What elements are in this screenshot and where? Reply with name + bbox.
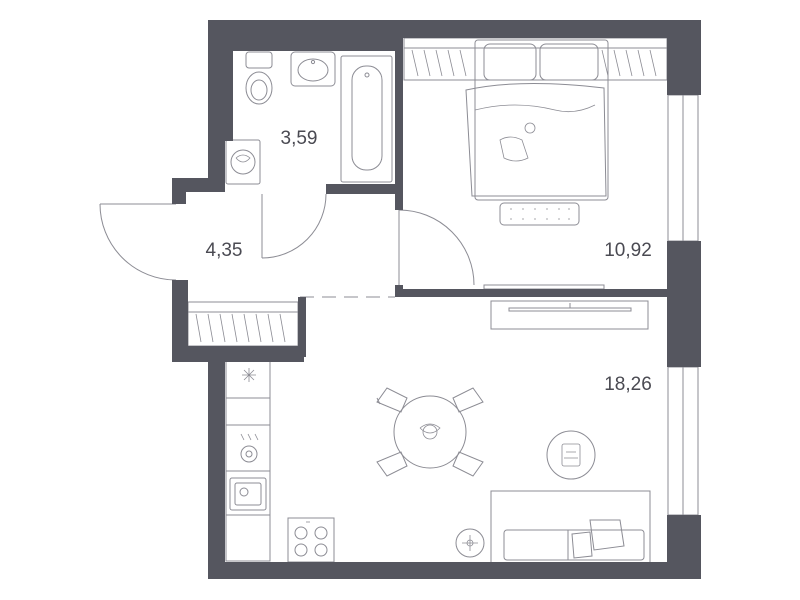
room-area-bathroom: 3,59 bbox=[281, 128, 318, 149]
bathtub-icon bbox=[340, 55, 393, 183]
hood-icon bbox=[240, 433, 259, 463]
toilet-icon bbox=[245, 51, 273, 105]
dining-table-icon bbox=[393, 395, 467, 469]
room-area-bedroom: 10,92 bbox=[604, 240, 652, 261]
chair-icon bbox=[376, 387, 484, 477]
hallway-wardrobe bbox=[187, 301, 299, 347]
washing-machine-icon bbox=[225, 139, 261, 185]
living-tv-console bbox=[490, 300, 649, 330]
stove-icon bbox=[287, 517, 335, 563]
bathroom-door bbox=[261, 193, 327, 259]
room-area-hallway: 4,35 bbox=[206, 240, 243, 261]
bedroom-door bbox=[398, 209, 475, 286]
coffee-table-icon bbox=[455, 528, 485, 558]
sofa-icon bbox=[490, 490, 651, 564]
sink-icon bbox=[290, 51, 336, 87]
room-area-living-kitchen: 18,26 bbox=[604, 374, 652, 395]
bed-icon bbox=[465, 39, 609, 201]
kitchen-sink-icon bbox=[229, 477, 267, 511]
walls bbox=[172, 20, 701, 579]
pouf-icon bbox=[546, 430, 596, 480]
fridge-icon bbox=[242, 368, 256, 382]
bench-icon bbox=[499, 202, 580, 226]
entrance-door bbox=[99, 203, 177, 281]
bedroom-tv-icon bbox=[483, 284, 605, 290]
